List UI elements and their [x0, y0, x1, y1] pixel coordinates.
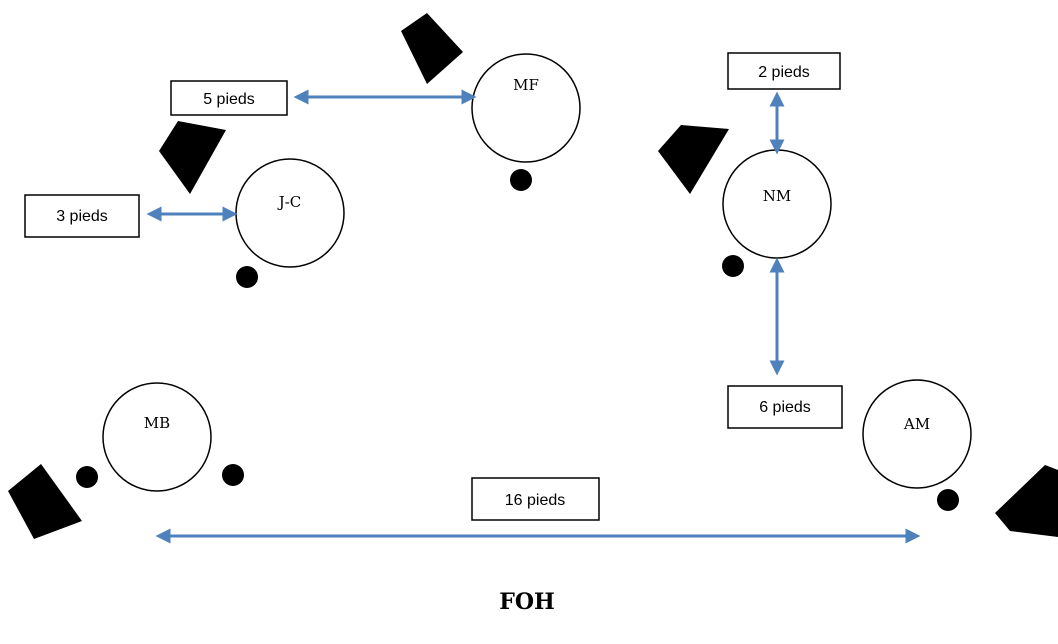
position-mb: MB	[102, 382, 212, 492]
monitor-wedge-icon	[8, 464, 82, 539]
distance-label: 16 pieds	[505, 492, 566, 509]
distance-box-16-feet: 16 pieds	[471, 477, 600, 521]
position-mf: MF	[471, 53, 581, 163]
position-label-nm: NM	[763, 187, 791, 205]
foh-label: FOH	[499, 589, 555, 615]
position-label-mb: MB	[144, 414, 170, 432]
position-label-mf: MF	[513, 76, 539, 94]
distance-label: 3 pieds	[56, 208, 108, 225]
position-am: AM	[862, 379, 972, 489]
microphone-stand-icon	[937, 489, 959, 511]
monitor-wedge-icon	[658, 125, 729, 194]
distance-label: 2 pieds	[758, 64, 810, 81]
distance-box-5-feet: 5 pieds	[170, 80, 288, 116]
position-label-jc: J-C	[277, 193, 302, 211]
monitor-wedge-icon	[995, 465, 1058, 537]
distance-box-6-feet: 6 pieds	[727, 385, 843, 429]
distance-label: 6 pieds	[759, 399, 811, 416]
distance-box-2-feet: 2 pieds	[727, 52, 841, 90]
monitor-wedge-icon	[159, 121, 226, 194]
position-label-am: AM	[903, 415, 930, 433]
position-jc: J-C	[235, 158, 345, 268]
monitor-wedge-icon	[401, 13, 463, 84]
position-nm: NM	[722, 149, 832, 259]
microphone-stand-icon	[222, 464, 244, 486]
distance-box-3-feet: 3 pieds	[24, 194, 140, 238]
distance-label: 5 pieds	[203, 91, 255, 108]
microphone-stand-icon	[76, 466, 98, 488]
microphone-stand-icon	[236, 266, 258, 288]
microphone-stand-icon	[722, 255, 744, 277]
microphone-stand-icon	[510, 169, 532, 191]
